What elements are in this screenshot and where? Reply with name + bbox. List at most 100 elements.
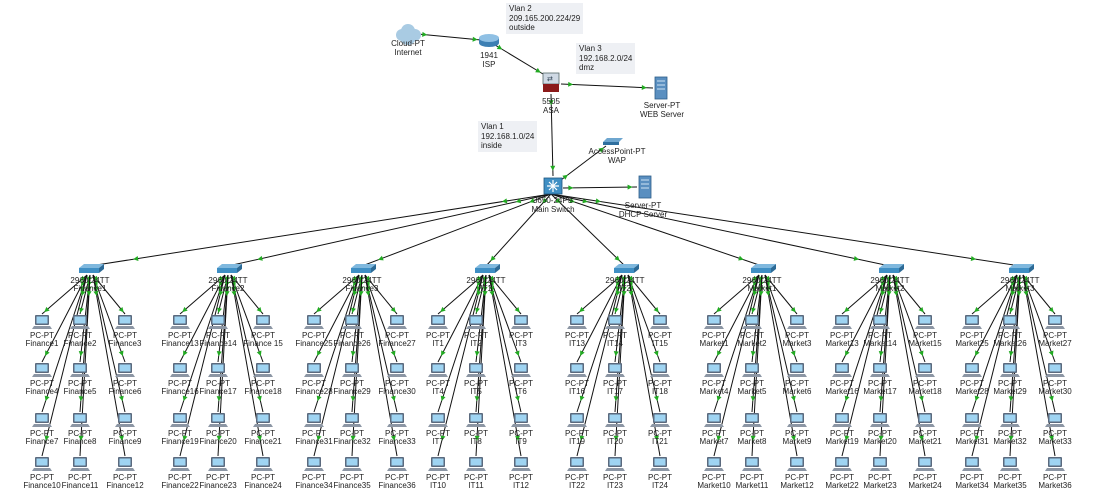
pc-it18-icon[interactable]: [650, 363, 670, 377]
pc-market30-icon[interactable]: [1045, 363, 1065, 377]
pc-it3-icon[interactable]: [511, 315, 531, 329]
link-market3-pc-9[interactable]: [1022, 274, 1056, 413]
pc-finance18-icon[interactable]: [253, 363, 273, 377]
pc-market28-icon[interactable]: [962, 363, 982, 377]
pc-it19-icon[interactable]: [567, 413, 587, 427]
pc-finance1-icon[interactable]: [32, 315, 52, 329]
cloud-icon[interactable]: [396, 24, 421, 45]
link-it2-pc-6[interactable]: [627, 274, 661, 363]
link-finance3-pc-4[interactable]: [313, 274, 360, 363]
pc-it9-icon[interactable]: [511, 413, 531, 427]
link-market3-pc-4[interactable]: [971, 274, 1018, 363]
link-finance1-pc-1[interactable]: [41, 274, 88, 315]
pc-finance22-icon[interactable]: [170, 457, 190, 471]
pc-finance8-icon[interactable]: [70, 413, 90, 427]
pc-finance5-icon[interactable]: [70, 363, 90, 377]
pc-it17-icon[interactable]: [605, 363, 625, 377]
link-market1-pc-1[interactable]: [713, 274, 760, 315]
pc-market4-icon[interactable]: [704, 363, 724, 377]
link-finance2-pc-4[interactable]: [179, 274, 226, 363]
access-switch-2-icon[interactable]: [217, 264, 242, 273]
pc-finance2-icon[interactable]: [70, 315, 90, 329]
pc-market20-icon[interactable]: [870, 413, 890, 427]
pc-finance6-icon[interactable]: [115, 363, 135, 377]
web-server-icon[interactable]: [654, 76, 668, 100]
link-it1-pc-7[interactable]: [437, 274, 484, 413]
pc-finance20-icon[interactable]: [208, 413, 228, 427]
link-finance2-pc-6[interactable]: [230, 274, 264, 363]
link-market3-pc-3[interactable]: [1022, 274, 1056, 315]
link-market3-pc-1[interactable]: [971, 274, 1018, 315]
link-market2-pc-9[interactable]: [892, 274, 926, 413]
link-finance3-pc-1[interactable]: [313, 274, 360, 315]
pc-it24-icon[interactable]: [650, 457, 670, 471]
pc-market29-icon[interactable]: [1000, 363, 1020, 377]
link-market2-pc-4[interactable]: [841, 274, 888, 363]
pc-finance27-icon[interactable]: [387, 315, 407, 329]
router-icon[interactable]: [479, 34, 499, 47]
pc-finance13-icon[interactable]: [170, 315, 190, 329]
pc-finance17-icon[interactable]: [208, 363, 228, 377]
multilayer-switch-icon[interactable]: [543, 177, 563, 195]
link-finance2-pc-3[interactable]: [230, 274, 264, 315]
link-market3-pc-6[interactable]: [1022, 274, 1056, 363]
link-mainswitch-access-8[interactable]: [550, 193, 1021, 267]
link-it2-pc-3[interactable]: [627, 274, 661, 315]
pc-market35-icon[interactable]: [1000, 457, 1020, 471]
pc-it13-icon[interactable]: [567, 315, 587, 329]
link-asa-mainswitch[interactable]: [550, 93, 554, 177]
pc-finance3-icon[interactable]: [115, 315, 135, 329]
pc-market10-icon[interactable]: [704, 457, 724, 471]
link-it1-pc-6[interactable]: [488, 274, 522, 363]
pc-finance4-icon[interactable]: [32, 363, 52, 377]
pc-finance9-icon[interactable]: [115, 413, 135, 427]
link-finance3-pc-9[interactable]: [364, 274, 398, 413]
pc-it8-icon[interactable]: [466, 413, 486, 427]
link-finance2-pc-7[interactable]: [179, 274, 226, 413]
pc-it15-icon[interactable]: [650, 315, 670, 329]
link-it1-pc-4[interactable]: [437, 274, 484, 363]
link-it2-pc-7[interactable]: [576, 274, 623, 413]
pc-finance33-icon[interactable]: [387, 413, 407, 427]
pc-finance31-icon[interactable]: [304, 413, 324, 427]
link-finance1-pc-4[interactable]: [41, 274, 88, 363]
access-point-icon[interactable]: [603, 138, 623, 145]
link-market1-pc-9[interactable]: [764, 274, 798, 413]
pc-market2-icon[interactable]: [742, 315, 762, 329]
link-market1-pc-6[interactable]: [764, 274, 798, 363]
pc-market21-icon[interactable]: [915, 413, 935, 427]
pc-it14-icon[interactable]: [605, 315, 625, 329]
access-switch-7-icon[interactable]: [879, 264, 904, 273]
pc-finance11-icon[interactable]: [70, 457, 90, 471]
pc-finance32-icon[interactable]: [342, 413, 362, 427]
pc-finance23-icon[interactable]: [208, 457, 228, 471]
pc-finance34-icon[interactable]: [304, 457, 324, 471]
pc-finance28-icon[interactable]: [304, 363, 324, 377]
link-mainswitch-access-6[interactable]: [550, 193, 763, 267]
link-market2-pc-6[interactable]: [892, 274, 926, 363]
link-mainswitch-access-3[interactable]: [361, 193, 552, 267]
pc-market34-icon[interactable]: [962, 457, 982, 471]
link-it2-pc-9[interactable]: [627, 274, 661, 413]
pc-it5-icon[interactable]: [466, 363, 486, 377]
pc-finance10-icon[interactable]: [32, 457, 52, 471]
vlan2-note[interactable]: Vlan 2 209.165.200.224/29 outside: [506, 3, 584, 34]
pc-market12-icon[interactable]: [787, 457, 807, 471]
pc-it1-icon[interactable]: [428, 315, 448, 329]
pc-finance14-icon[interactable]: [208, 315, 228, 329]
pc-finance15-icon[interactable]: [253, 315, 273, 329]
link-mainswitch-dhcp[interactable]: [562, 186, 638, 189]
link-isp-asa[interactable]: [494, 44, 544, 75]
link-mainswitch-access-5[interactable]: [550, 193, 626, 267]
pc-it10-icon[interactable]: [428, 457, 448, 471]
link-finance3-pc-3[interactable]: [364, 274, 398, 315]
pc-finance35-icon[interactable]: [342, 457, 362, 471]
pc-it23-icon[interactable]: [605, 457, 625, 471]
pc-it2-icon[interactable]: [466, 315, 486, 329]
pc-finance29-icon[interactable]: [342, 363, 362, 377]
link-it1-pc-9[interactable]: [488, 274, 522, 413]
pc-it16-icon[interactable]: [567, 363, 587, 377]
pc-market5-icon[interactable]: [742, 363, 762, 377]
link-mainswitch-wap[interactable]: [560, 145, 607, 181]
link-finance2-pc-9[interactable]: [230, 274, 264, 413]
